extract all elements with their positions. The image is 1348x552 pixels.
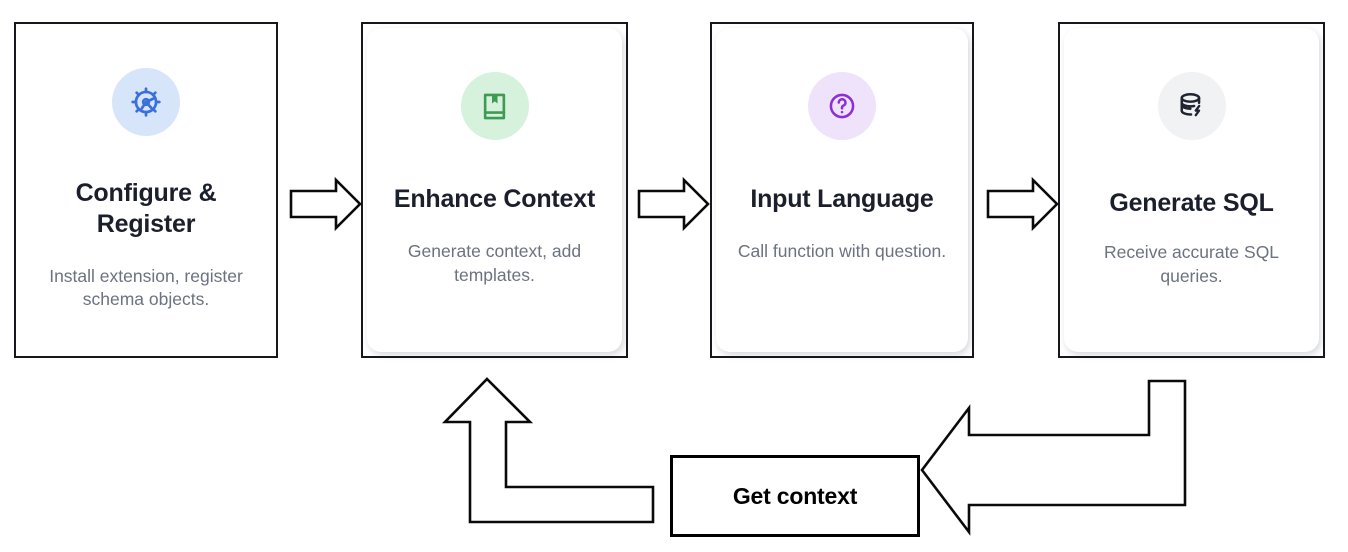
database-bolt-icon bbox=[1180, 92, 1201, 116]
book-bookmark-icon bbox=[483, 93, 506, 119]
step-title: Enhance Context bbox=[393, 185, 596, 213]
step-title: Generate SQL bbox=[1109, 189, 1274, 217]
arrow-right-icon-step2-step3 bbox=[637, 176, 710, 232]
step-description: Receive accurate SQL queries. bbox=[1103, 242, 1280, 286]
step-description: Call function with question. bbox=[737, 241, 947, 262]
arrow-up-elbow-icon bbox=[441, 377, 655, 524]
step-card-body: Enhance Context Generate context, add te… bbox=[367, 28, 622, 352]
step-card-enhance-context[interactable]: Enhance Context Generate context, add te… bbox=[361, 22, 628, 358]
step-card-configure-register[interactable]: Configure & Register Install extension, … bbox=[14, 22, 278, 358]
step-card-input-language[interactable]: Input Language Call function with questi… bbox=[710, 22, 974, 358]
question-circle-icon-bubble bbox=[808, 72, 876, 140]
step-description: Generate context, add templates. bbox=[407, 241, 582, 285]
arrow-right-icon-step3-step4 bbox=[986, 176, 1059, 232]
get-context-box[interactable]: Get context bbox=[670, 455, 920, 537]
database-bolt-icon-bubble bbox=[1157, 72, 1226, 140]
arrow-left-elbow-icon bbox=[920, 379, 1187, 536]
step-title: Input Language bbox=[750, 185, 934, 213]
book-bookmark-icon-bubble bbox=[460, 72, 529, 140]
step-card-body: Generate SQL Receive accurate SQL querie… bbox=[1064, 28, 1319, 352]
step-title: Configure & Register bbox=[75, 179, 217, 239]
question-circle-icon bbox=[829, 93, 855, 119]
arrow-right-icon-step1-step2 bbox=[289, 176, 362, 232]
step-card-body: Configure & Register Install extension, … bbox=[16, 24, 276, 356]
step-card-body: Input Language Call function with questi… bbox=[716, 28, 968, 352]
step-description: Install extension, register schema objec… bbox=[49, 265, 243, 310]
gear-icon bbox=[131, 87, 161, 117]
step-card-generate-sql[interactable]: Generate SQL Receive accurate SQL querie… bbox=[1058, 22, 1325, 358]
get-context-label: Get context bbox=[732, 482, 858, 509]
gear-icon-bubble bbox=[112, 68, 180, 136]
